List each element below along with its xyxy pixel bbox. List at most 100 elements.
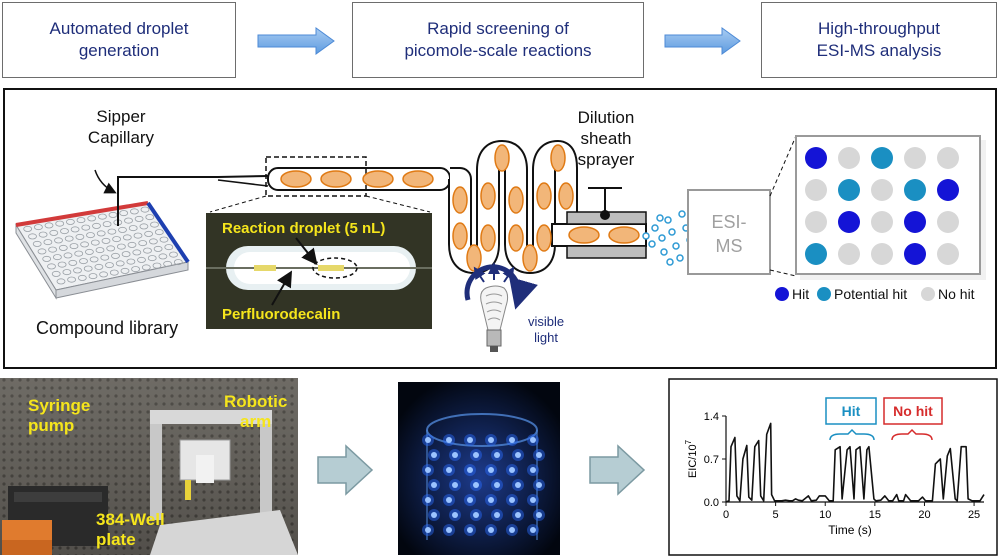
grid-dot-hit	[838, 211, 860, 233]
legend-nohit-label: No hit	[938, 286, 975, 302]
y-axis-label: EIC/107	[684, 439, 699, 478]
dilution-sheath-sprayer	[566, 187, 647, 259]
droplet	[550, 144, 566, 172]
led	[425, 497, 431, 503]
eic-trace	[725, 422, 985, 503]
led	[530, 497, 536, 503]
droplet	[536, 224, 552, 252]
esi-line2: MS	[715, 236, 743, 256]
droplet	[558, 182, 574, 210]
led	[494, 452, 500, 458]
visible-line2: light	[534, 330, 558, 345]
sipper-capillary-label: Sipper Capillary	[76, 106, 166, 148]
legend-potential-dot	[817, 287, 831, 301]
robotic-line1: Robotic	[224, 392, 288, 411]
well-line1: 384-Well	[96, 510, 165, 529]
led	[473, 482, 479, 488]
grid-dot-potential	[805, 243, 827, 265]
droplet	[452, 186, 468, 214]
spray-dot	[668, 228, 676, 236]
grid-dot-nohit	[904, 147, 926, 169]
y-tick-label: 0.7	[704, 454, 719, 466]
dilution-line1: Dilution	[577, 108, 635, 127]
x-tick-label: 10	[819, 509, 831, 521]
grid-dot-hit	[937, 179, 959, 201]
sipper-line1: Sipper	[96, 107, 146, 126]
grid-dot-nohit	[805, 179, 827, 201]
led	[536, 452, 542, 458]
visible-light-bulb	[464, 262, 538, 352]
legend-hit-dot	[775, 287, 789, 301]
led	[452, 482, 458, 488]
flow-arrow-1	[257, 27, 335, 55]
flow-arrow-2	[664, 27, 741, 55]
hit-annotation-label: Hit	[842, 403, 861, 419]
grid-dot-nohit	[871, 211, 893, 233]
nohit-brace	[891, 428, 933, 441]
nohit-annotation-label: No hit	[893, 403, 933, 419]
legend-nohit-dot	[921, 287, 935, 301]
led	[488, 437, 494, 443]
reaction-droplet-label: Reaction droplet (5 nL)	[222, 220, 386, 237]
spray-dot	[656, 214, 664, 222]
spray-droplets	[642, 210, 694, 266]
syringe-line1: Syringe	[28, 396, 91, 415]
led	[509, 437, 515, 443]
led	[467, 527, 473, 533]
led	[515, 452, 521, 458]
grid-dot-hit	[904, 243, 926, 265]
led	[467, 497, 473, 503]
syringe-line2: pump	[28, 416, 75, 435]
spray-dot	[660, 248, 668, 256]
led	[488, 497, 494, 503]
legend-hit-label: Hit	[792, 286, 810, 302]
droplet	[466, 244, 482, 272]
led	[488, 527, 494, 533]
y-tick-label: 1.4	[704, 411, 719, 423]
step2-line2: picomole-scale reactions	[404, 41, 592, 60]
step3-line2: ESI-MS analysis	[816, 41, 942, 60]
flow-arrow-4	[589, 444, 646, 496]
led	[488, 467, 494, 473]
perfluorodecalin-label: Perfluorodecalin	[222, 306, 341, 323]
droplet	[536, 182, 552, 210]
spray-dot	[664, 216, 672, 224]
led	[536, 512, 542, 518]
droplet	[480, 182, 496, 210]
spray-dot	[651, 224, 659, 232]
spray-dot	[676, 254, 684, 262]
grid-dot-nohit	[871, 179, 893, 201]
y-tick-label: 0.0	[704, 497, 719, 509]
compound-library-plate	[15, 201, 190, 300]
x-tick-label: 25	[968, 509, 980, 521]
led	[425, 437, 431, 443]
schematic-panel	[3, 88, 997, 369]
led	[530, 437, 536, 443]
led	[530, 467, 536, 473]
led	[515, 482, 521, 488]
x-axis-label: Time (s)	[828, 523, 872, 537]
led	[446, 497, 452, 503]
led	[509, 497, 515, 503]
led	[446, 437, 452, 443]
grid-dot-potential	[904, 179, 926, 201]
legend-potential-label: Potential hit	[834, 286, 908, 302]
spray-dot	[666, 258, 674, 266]
led	[446, 467, 452, 473]
grid-dot-potential	[871, 147, 893, 169]
droplet	[508, 186, 524, 214]
led	[446, 527, 452, 533]
syringe-pump-label: Syringe pump	[28, 396, 90, 436]
esi-line1: ESI-	[711, 212, 747, 232]
led	[536, 482, 542, 488]
droplet	[280, 170, 312, 188]
hit-annotation-box	[825, 397, 877, 425]
x-tick-label: 5	[773, 509, 779, 521]
led	[473, 512, 479, 518]
grid-dot-nohit	[838, 147, 860, 169]
led	[509, 467, 515, 473]
